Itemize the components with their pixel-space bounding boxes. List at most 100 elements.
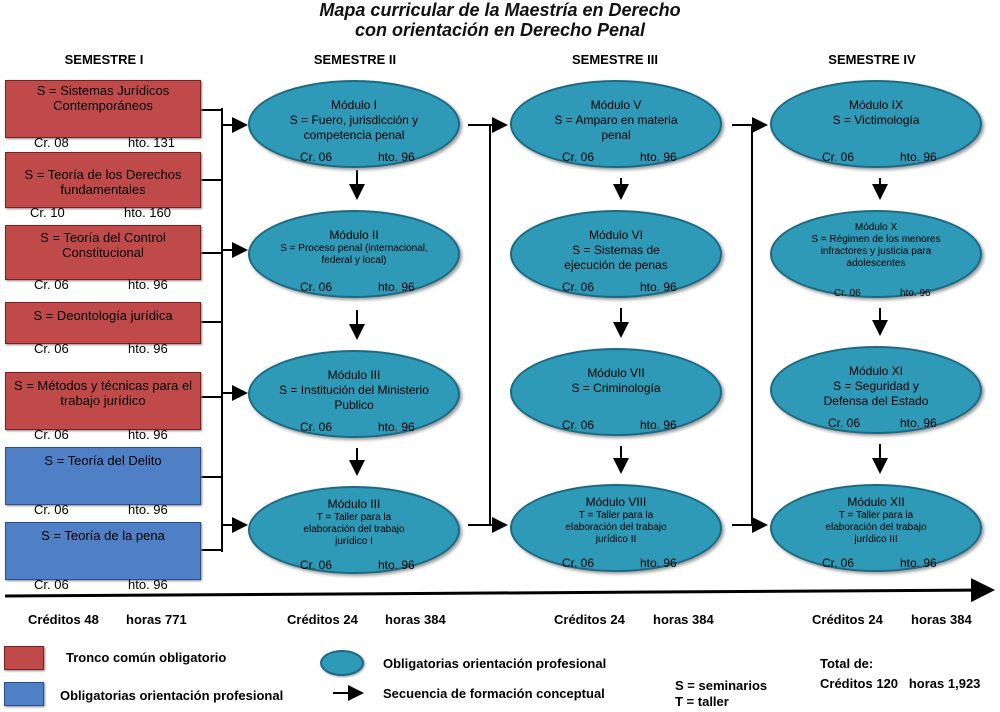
module-text: T = Taller para la elaboración del traba… xyxy=(303,512,405,547)
module-title: Módulo III xyxy=(327,368,381,382)
course-box-metodos-tecnicas: S = Métodos y técnicas para el trabajo j… xyxy=(5,372,201,442)
course-name: S = Teoría del Delito xyxy=(44,453,162,468)
course-name: S = Teoría del Control Constitucional xyxy=(40,230,166,260)
module-credits: Cr. 06 xyxy=(562,150,595,164)
course-name: S = Deontología jurídica xyxy=(33,308,173,323)
course-hours: hto. 160 xyxy=(124,205,171,220)
grand-total-label: Total de: xyxy=(820,656,874,671)
module-title: Módulo XII xyxy=(847,495,905,509)
total-hours-sem4: horas 384 xyxy=(911,612,972,627)
module-hours: hto. 96 xyxy=(900,288,931,299)
semester-3-header: SEMESTRE III xyxy=(572,52,658,67)
module-oval-8: Módulo VIII T = Taller para la elaboraci… xyxy=(510,484,722,572)
module-title: Módulo X xyxy=(854,222,898,233)
module-credits: Cr. 06 xyxy=(562,280,595,294)
module-oval-4: Módulo III T = Taller para la elaboració… xyxy=(248,486,460,574)
module-hours: hto. 96 xyxy=(900,150,937,164)
course-hours: hto. 96 xyxy=(128,577,168,592)
module-title: Módulo V xyxy=(590,98,642,112)
module-hours: hto. 96 xyxy=(900,416,937,430)
semester-4-header: SEMESTRE IV xyxy=(828,52,916,67)
module-title: Módulo I xyxy=(330,98,378,112)
module-oval-6: Módulo VI S = Sistemas de ejecución de p… xyxy=(510,210,722,298)
semester-1-header: SEMESTRE I xyxy=(64,52,144,67)
module-oval-2: Módulo II S = Proceso penal (internacion… xyxy=(248,210,460,298)
module-text: T = Taller para la elaboración del traba… xyxy=(565,510,667,545)
course-credits: Cr. 06 xyxy=(34,427,69,442)
legend-tronco-label: Tronco común obligatorio xyxy=(66,650,227,665)
course-name: S = Métodos y técnicas para el trabajo j… xyxy=(13,378,193,408)
course-name: S = Sistemas Jurídicos Contemporáneos xyxy=(36,83,170,113)
course-credits: Cr. 06 xyxy=(34,341,69,356)
module-credits: Cr. 06 xyxy=(300,150,333,164)
course-hours: hto. 96 xyxy=(128,277,168,292)
total-credits-sem1: Créditos 48 xyxy=(28,612,99,627)
module-credits: Cr. 06 xyxy=(562,418,595,432)
course-credits: Cr. 06 xyxy=(34,577,69,592)
module-credits: Cr. 06 xyxy=(562,556,595,570)
legend-taller: T = taller xyxy=(675,694,729,709)
semester-2-header: SEMESTRE II xyxy=(313,52,397,67)
course-box-derechos-fundamentales: S = Teoría de los Derechos fundamentales… xyxy=(5,152,201,220)
legend-obligatorias-oval-label: Obligatorias orientación profesional xyxy=(383,656,607,671)
course-name: S = Teoría de los Derechos fundamentales xyxy=(24,167,182,197)
module-hours: hto. 96 xyxy=(640,556,677,570)
module-title: Módulo IX xyxy=(848,98,904,112)
module-hours: hto. 96 xyxy=(640,418,677,432)
module-hours: hto. 96 xyxy=(378,558,415,572)
module-credits: Cr. 06 xyxy=(300,280,333,294)
module-oval-10: Módulo X S = Régimen de los menores infr… xyxy=(770,210,982,299)
module-oval-3: Módulo III S = Institución del Ministeri… xyxy=(248,350,460,438)
course-hours: hto. 96 xyxy=(128,341,168,356)
course-credits: Cr. 08 xyxy=(34,135,69,150)
legend-tronco-swatch xyxy=(4,646,44,670)
module-hours: hto. 96 xyxy=(640,280,677,294)
module-title: Módulo VII xyxy=(587,366,645,380)
course-credits: Cr. 06 xyxy=(34,502,69,517)
module-text: S = Seguridad y Defensa del Estado xyxy=(823,379,929,408)
module-text: S = Criminología xyxy=(571,381,661,395)
module-credits: Cr. 06 xyxy=(828,416,861,430)
total-hours-sem2: horas 384 xyxy=(385,612,446,627)
module-hours: hto. 96 xyxy=(378,150,415,164)
course-credits: Cr. 06 xyxy=(34,277,69,292)
module-text: S = Institución del Ministerio Publico xyxy=(279,383,429,412)
module-text: S = Amparo en materia penal xyxy=(554,113,678,142)
module-hours: hto. 96 xyxy=(378,420,415,434)
legend-module-oval xyxy=(320,650,364,676)
module-credits: Cr. 06 xyxy=(822,556,855,570)
module-oval-7: Módulo VII S = Criminología Cr. 06 hto. 9… xyxy=(510,348,722,436)
module-title: Módulo VIII xyxy=(585,495,647,509)
module-text: S = Fuero, jurisdicción y competencia pe… xyxy=(289,113,419,142)
course-box-control-constitucional: S = Teoría del Control Constitucional Cr… xyxy=(5,225,201,292)
module-title: Módulo VI xyxy=(588,228,644,242)
course-hours: hto. 131 xyxy=(128,135,175,150)
grand-total-values: Créditos 120 horas 1,923 xyxy=(820,676,981,691)
legend-obligatorias-box-label: Obligatorias orientación profesional xyxy=(60,688,284,703)
total-hours-sem1: horas 771 xyxy=(126,612,187,627)
module-credits: Cr. 06 xyxy=(300,558,333,572)
course-name: S = Teoría de la pena xyxy=(41,528,165,543)
course-box-teoria-pena: S = Teoría de la pena Cr. 06 hto. 96 xyxy=(5,522,201,592)
module-oval-1: Módulo I S = Fuero, jurisdicción y compe… xyxy=(248,80,460,168)
module-text: S = Proceso penal (internacional, federa… xyxy=(280,243,428,266)
legend-secuencia-label: Secuencia de formación conceptual xyxy=(383,686,605,701)
legend-obligatorias-swatch xyxy=(4,682,44,706)
course-credits: Cr. 10 xyxy=(30,205,65,220)
module-title: Módulo XI xyxy=(848,364,904,378)
module-hours: hto. 96 xyxy=(378,280,415,294)
diagram-title-line2: con orientación en Derecho Penal xyxy=(354,20,646,40)
module-text: T = Taller para la elaboración del traba… xyxy=(825,510,927,545)
course-hours: hto. 96 xyxy=(128,427,168,442)
module-oval-5: Módulo V S = Amparo en materia penal Cr.… xyxy=(510,80,722,168)
module-oval-11: Módulo XI S = Seguridad y Defensa del Es… xyxy=(770,346,982,434)
module-title: Módulo III xyxy=(327,497,381,511)
module-text: S = Régimen de los menores infractores y… xyxy=(811,234,941,269)
total-credits-sem2: Créditos 24 xyxy=(287,612,358,627)
total-hours-sem3: horas 384 xyxy=(653,612,714,627)
module-hours: hto. 96 xyxy=(640,150,677,164)
module-text: S = Victimología xyxy=(832,113,920,127)
